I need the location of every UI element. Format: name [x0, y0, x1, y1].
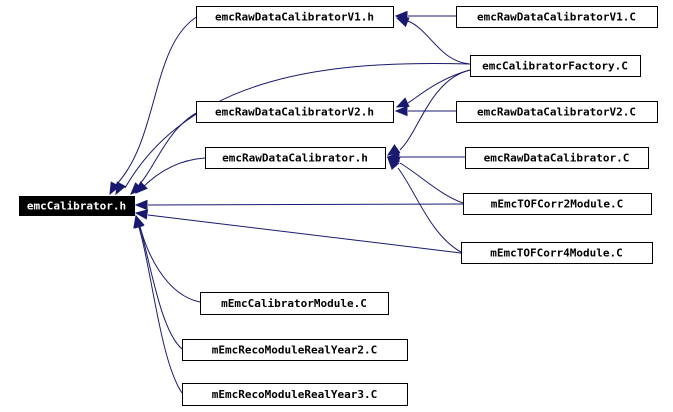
node-label: mEmcTOFCorr4Module.C: [490, 247, 622, 260]
edge-line: [407, 69, 471, 104]
edge-ry3-to-root: [133, 214, 183, 394]
edge-line: [147, 203, 464, 206]
edge-line: [399, 162, 464, 204]
node-box: [196, 6, 394, 28]
edge-calm-to-root: [133, 214, 201, 303]
edge-ry2-to-root: [134, 214, 183, 350]
arrowhead: [134, 209, 149, 220]
node-v1c[interactable]: emcRawDataCalibratorV1.C: [456, 6, 658, 28]
node-box: [456, 101, 658, 123]
edge-tof2-to-root: [134, 199, 464, 211]
arrowhead: [109, 181, 121, 196]
arrowhead: [395, 17, 410, 28]
edge-line: [138, 223, 183, 350]
edge-fac-to-rdh: [386, 69, 471, 156]
edge-line: [114, 15, 199, 187]
edge-line: [137, 223, 183, 394]
node-fac[interactable]: emcCalibratorFactory.C: [470, 55, 641, 77]
arrowhead: [386, 144, 401, 156]
node-label: emcRawDataCalibratorV2.C: [477, 106, 636, 119]
arrowhead: [115, 181, 127, 196]
node-label: mEmcCalibratorModule.C: [221, 297, 367, 310]
edge-line: [141, 157, 206, 189]
edge-v1h-to-root: [109, 15, 199, 196]
edge-line: [138, 221, 201, 303]
nodes-layer: emcCalibrator.h emcRawDataCalibratorV1.h e…: [19, 6, 658, 406]
node-box: [196, 101, 394, 123]
node-rdh[interactable]: emcRawDataCalibrator.h: [205, 147, 386, 169]
edge-line: [397, 167, 462, 253]
edge-tof4-to-rdh: [387, 157, 462, 253]
arrowhead: [387, 157, 400, 171]
node-tof2[interactable]: mEmcTOFCorr2Module.C: [463, 193, 652, 215]
node-box: [205, 147, 386, 169]
node-ry3[interactable]: mEmcRecoModuleRealYear3.C: [182, 383, 408, 406]
edge-v2c-to-v2h: [394, 105, 456, 117]
arrowhead: [133, 214, 144, 229]
node-calm[interactable]: mEmcCalibratorModule.C: [200, 292, 389, 315]
node-ry2[interactable]: mEmcRecoModuleRealYear2.C: [182, 339, 408, 361]
node-label: emcRawDataCalibrator.h: [222, 152, 368, 165]
edge-fac-to-v1h: [395, 17, 471, 65]
node-label: mEmcTOFCorr2Module.C: [491, 198, 623, 211]
node-v2h[interactable]: emcRawDataCalibratorV2.h: [196, 101, 394, 123]
node-label: emcRawDataCalibratorV1.C: [477, 11, 636, 24]
edge-tof2-to-rdh: [386, 156, 464, 204]
arrowhead: [135, 181, 148, 194]
node-root[interactable]: emcCalibrator.h: [19, 196, 135, 216]
node-label: mEmcRecoModuleRealYear2.C: [212, 344, 378, 357]
edge-tof4-to-root: [134, 209, 462, 254]
arrowhead: [394, 105, 408, 117]
edge-v2h-to-root: [130, 111, 199, 195]
node-box: [463, 193, 652, 215]
node-box: [465, 147, 649, 169]
arrowhead: [134, 199, 148, 211]
arrowhead: [395, 97, 410, 108]
node-v2c[interactable]: emcRawDataCalibratorV2.C: [456, 101, 658, 123]
edge-line: [407, 20, 471, 65]
node-label: emcCalibrator.h: [27, 200, 126, 213]
node-rdc[interactable]: emcRawDataCalibrator.C: [465, 147, 649, 169]
node-box: [182, 339, 408, 361]
node-label: emcRawDataCalibratorV1.h: [215, 11, 374, 24]
node-box: [470, 55, 641, 77]
node-box: [182, 383, 408, 406]
edge-line: [124, 62, 471, 189]
edge-line: [147, 214, 462, 254]
edges-layer: [109, 10, 471, 394]
node-label: emcRawDataCalibrator.C: [484, 152, 630, 165]
edge-line: [399, 69, 471, 151]
edge-rdc-to-rdh: [386, 151, 465, 163]
node-box: [19, 196, 135, 216]
node-label: mEmcRecoModuleRealYear3.C: [212, 388, 378, 401]
node-box: [200, 292, 389, 315]
edge-rdh-to-root: [135, 157, 206, 194]
node-label: emcCalibratorFactory.C: [482, 60, 628, 73]
node-tof4[interactable]: mEmcTOFCorr4Module.C: [461, 242, 653, 264]
node-box: [456, 6, 658, 28]
edge-fac-to-root: [115, 62, 471, 196]
node-v1h[interactable]: emcRawDataCalibratorV1.h: [196, 6, 394, 28]
node-box: [461, 242, 653, 264]
edge-line: [135, 111, 199, 189]
node-label: emcRawDataCalibratorV2.h: [215, 106, 374, 119]
